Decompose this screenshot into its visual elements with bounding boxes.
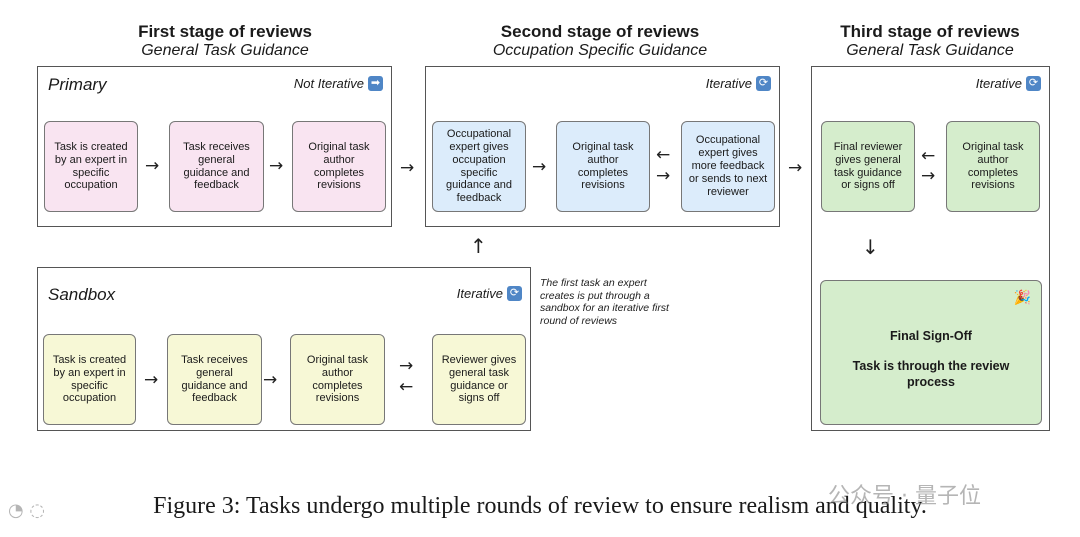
second-box-1: Occupational expert gives occupation spe… [432, 121, 526, 212]
sandbox-tag: Iterative ⟳ [457, 286, 522, 301]
third-box-1: Final reviewer gives general task guidan… [821, 121, 915, 212]
final-sign-off-box: 🎉 Final Sign-Off Task is through the rev… [820, 280, 1042, 425]
refresh-icon: ⟳ [507, 286, 522, 301]
second-stage-tag: Iterative ⟳ [706, 76, 771, 91]
third-stage-panel: Iterative ⟳ Final reviewer gives general… [811, 66, 1050, 431]
stage-3-heading: Third stage of reviews General Task Guid… [800, 22, 1060, 60]
sandbox-box-1: Task is created by an expert in specific… [43, 334, 136, 425]
final-sign-off-text: Task is through the review process [852, 359, 1010, 389]
stage-3-title: Third stage of reviews [840, 22, 1020, 41]
stage-1-subtitle: General Task Guidance [141, 41, 309, 59]
refresh-icon: ⟳ [1026, 76, 1041, 91]
second-stage-panel: Iterative ⟳ Occupational expert gives oc… [425, 66, 780, 227]
third-stage-tag: Iterative ⟳ [976, 76, 1041, 91]
second-box-2: Original task author completes revisions [556, 121, 650, 212]
arrow-right-icon: → [399, 356, 414, 376]
watermark-logo: ◔ ◌ [8, 500, 46, 521]
arrow-right-icon: → [144, 370, 159, 390]
primary-panel: Primary Not Iterative ➡ Task is created … [37, 66, 392, 227]
refresh-icon: ⟳ [756, 76, 771, 91]
stage-1-heading: First stage of reviews General Task Guid… [75, 22, 375, 60]
arrow-right-icon: → [532, 157, 547, 177]
stage-2-title: Second stage of reviews [500, 22, 700, 41]
sandbox-note: The first task an expert creates is put … [540, 277, 669, 327]
arrow-right-icon: → [656, 166, 671, 186]
sandbox-box-4: Reviewer gives general task guidance or … [432, 334, 526, 425]
iterative-label: Iterative [456, 286, 503, 301]
sandbox-box-2: Task receives general guidance and feedb… [167, 334, 262, 425]
arrow-right-icon: → [921, 166, 936, 186]
watermark-text: 公众号 · 量子位 [828, 484, 981, 509]
primary-title: Primary [48, 75, 107, 94]
second-box-3: Occupational expert gives more feedback … [681, 121, 775, 212]
iterative-label: Iterative [975, 76, 1022, 91]
arrow-right-icon: → [263, 370, 278, 390]
sandbox-title: Sandbox [48, 285, 116, 304]
arrow-left-icon: ← [656, 145, 671, 165]
stage-2-heading: Second stage of reviews Occupation Speci… [440, 22, 760, 60]
primary-box-3: Original task author completes revisions [292, 121, 386, 212]
arrow-right-icon: → [788, 158, 803, 178]
arrow-right-icon: → [400, 158, 415, 178]
party-popper-icon: 🎉 [1013, 289, 1031, 305]
iterative-label: Iterative [705, 76, 752, 91]
arrow-left-icon: ← [399, 377, 414, 397]
arrow-right-icon: → [145, 156, 160, 176]
sandbox-box-3: Original task author completes revisions [290, 334, 385, 425]
primary-tag: Not Iterative ➡ [294, 76, 383, 91]
final-sign-off-title: Final Sign-Off [890, 329, 972, 343]
not-iterative-label: Not Iterative [293, 76, 364, 91]
arrow-down-icon: ↓ [862, 235, 879, 259]
stage-1-title: First stage of reviews [138, 22, 312, 41]
arrow-right-icon: ➡ [368, 76, 383, 91]
third-box-2: Original task author completes revisions [946, 121, 1040, 212]
figure-caption: Figure 3: Tasks undergo multiple rounds … [153, 493, 927, 519]
arrow-up-icon: ↑ [470, 234, 487, 258]
primary-box-2: Task receives general guidance and feedb… [169, 121, 264, 212]
arrow-left-icon: ← [921, 146, 936, 166]
arrow-right-icon: → [269, 156, 284, 176]
primary-box-1: Task is created by an expert in specific… [44, 121, 138, 212]
stage-3-subtitle: General Task Guidance [846, 41, 1014, 59]
stage-2-subtitle: Occupation Specific Guidance [492, 41, 708, 59]
sandbox-panel: Sandbox Iterative ⟳ Task is created by a… [37, 267, 531, 431]
